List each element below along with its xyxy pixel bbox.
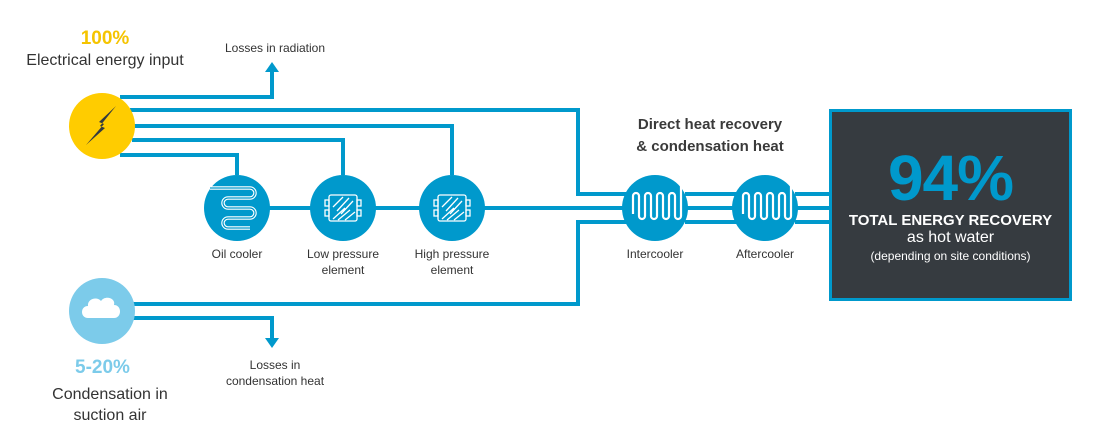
electric-input-node — [69, 93, 135, 159]
low-pressure-label-line2: element — [321, 263, 365, 277]
condensation-input-node — [69, 278, 135, 344]
condensation-loss-line2: condensation heat — [225, 374, 325, 388]
total-recovery-box: 94% TOTAL ENERGY RECOVERY as hot water (… — [829, 109, 1072, 301]
cloud-icon — [82, 297, 120, 318]
aftercooler-label-line1: Aftercooler — [735, 247, 795, 261]
condensation-input-label-line1: Condensation in — [52, 386, 168, 403]
recovery-percent: 94% — [887, 142, 1014, 214]
arrow-down-icon — [265, 338, 279, 348]
electric-input-label: Electrical energy input — [26, 52, 184, 69]
recovery-note: (depending on site conditions) — [870, 249, 1031, 263]
pipe-direct-top — [130, 108, 630, 196]
heat-exchanger-icon — [741, 186, 793, 221]
screw-element-icon — [433, 194, 471, 222]
condensation-input-label: Condensation in suction air — [20, 384, 200, 426]
oil-cooler-node — [204, 175, 270, 241]
pipe-radiation-loss — [120, 70, 274, 99]
condensation-loss-line1: Losses in — [249, 358, 301, 372]
heat-exchanger-icon — [631, 186, 683, 221]
pipe-low-pressure — [132, 138, 345, 175]
intercooler-label: Intercooler — [605, 246, 705, 262]
high-pressure-label-line2: element — [430, 263, 474, 277]
heat-recovery-heading-line1: Direct heat recovery — [637, 116, 783, 133]
condensation-loss-label: Losses in condensation heat — [215, 357, 335, 389]
intercooler-node — [622, 175, 688, 241]
heat-recovery-heading-line2: & condensation heat — [636, 138, 784, 155]
pipe-oil-cooler — [120, 153, 239, 175]
aftercooler-node — [732, 175, 798, 241]
condensation-input-label-line2: suction air — [73, 407, 147, 424]
pipe-condensation-loss — [125, 316, 274, 340]
electric-input-percent: 100% — [80, 28, 130, 49]
high-pressure-label-line1: High pressure — [414, 247, 490, 261]
oil-cooler-label: Oil cooler — [187, 246, 287, 262]
oil-cooler-label-line1: Oil cooler — [211, 247, 263, 261]
heat-recovery-heading: Direct heat recovery & condensation heat — [610, 114, 810, 158]
screw-element-icon — [324, 194, 362, 222]
low-pressure-node — [310, 175, 376, 241]
pipe-high-pressure — [133, 124, 454, 175]
arrow-up-icon — [265, 62, 279, 72]
low-pressure-label: Low pressure element — [293, 246, 393, 278]
condensation-input-percent: 5-20% — [75, 357, 130, 378]
high-pressure-node — [419, 175, 485, 241]
lightning-icon — [86, 106, 116, 145]
recovery-subtitle: as hot water — [906, 229, 995, 246]
pipe-condensation-main — [125, 220, 630, 306]
low-pressure-label-line1: Low pressure — [306, 247, 380, 261]
aftercooler-label: Aftercooler — [715, 246, 815, 262]
radiation-loss-label: Losses in radiation — [224, 41, 326, 55]
high-pressure-label: High pressure element — [402, 246, 502, 278]
recovery-title: TOTAL ENERGY RECOVERY — [848, 212, 1053, 229]
intercooler-label-line1: Intercooler — [626, 247, 684, 261]
